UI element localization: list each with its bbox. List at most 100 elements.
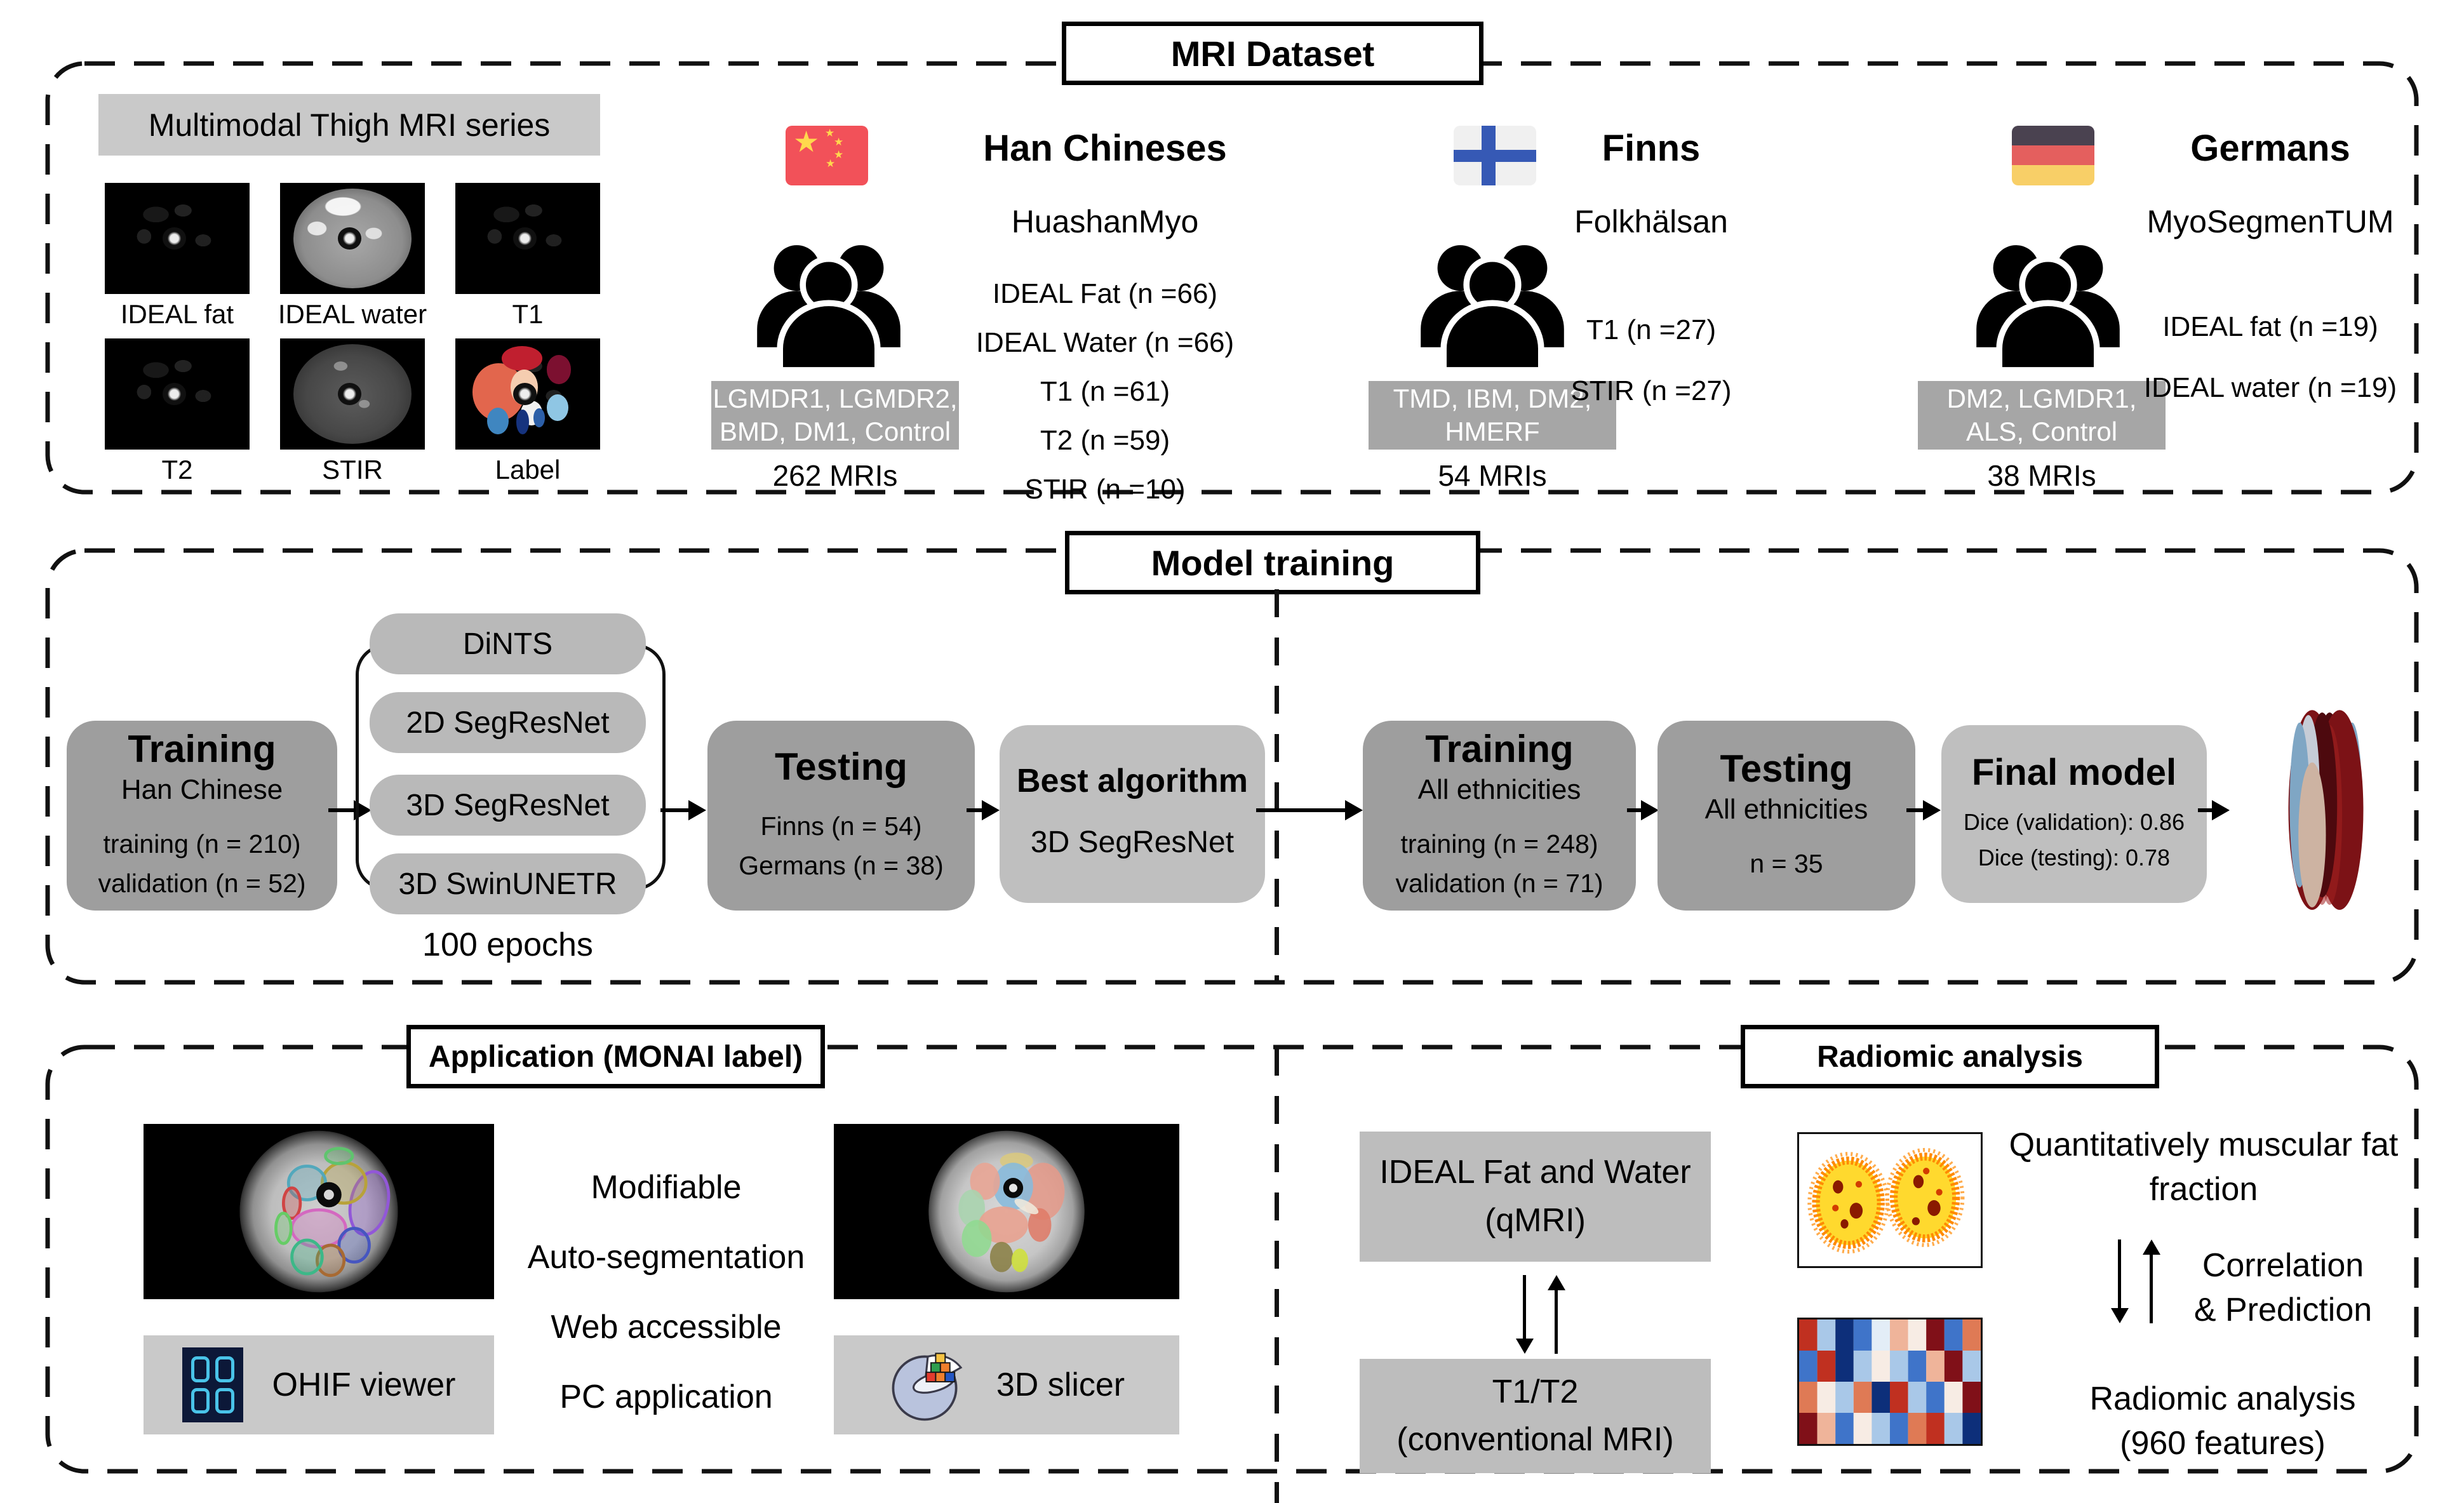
epochs-label: 100 epochs	[422, 926, 593, 963]
arrow	[1906, 808, 1923, 812]
algorithm-3d-segresnet: 3D SegResNet	[370, 775, 646, 836]
testing-box-stage1: Testing Finns (n = 54) Germans (n = 38)	[707, 721, 975, 911]
finns-cohort: Folkhälsan	[1574, 204, 1728, 239]
finns-name: Finns	[1602, 128, 1701, 169]
testing-heading: Testing	[775, 745, 907, 788]
qmri-line: (qMRI)	[1485, 1201, 1586, 1239]
bottom-panel-divider	[1275, 1048, 1279, 1503]
people-icon	[753, 230, 905, 370]
training-line: training (n = 248)	[1400, 829, 1598, 858]
training-line: validation (n = 71)	[1395, 868, 1604, 898]
correlation-label: Correlation & Prediction	[2175, 1243, 2391, 1332]
testing-line: n = 35	[1750, 848, 1823, 878]
series-item: STIR (n =27)	[1570, 375, 1732, 406]
ohif-icon	[182, 1347, 243, 1422]
up-arrow	[2150, 1255, 2153, 1323]
germans-mri-count: 38 MRIs	[1987, 459, 2096, 492]
up-arrow	[1555, 1290, 1558, 1354]
radiomic-analysis-label: Radiomic analysis (960 features)	[2026, 1377, 2420, 1466]
feature-auto-segmentation: Auto-segmentation	[527, 1239, 805, 1276]
slicer-icon	[888, 1346, 967, 1424]
panel-bottom	[44, 1044, 2420, 1474]
series-item: STIR (n =10)	[1024, 474, 1186, 505]
slicer-label: 3D slicer	[996, 1366, 1125, 1403]
han-cohort: HuashanMyo	[1011, 204, 1199, 239]
bottom-panel-border	[45, 1045, 2419, 1474]
panel-title-application: Application (MONAI label)	[406, 1025, 825, 1088]
arrow	[1256, 808, 1345, 812]
testing-heading: Testing	[1720, 747, 1853, 790]
best-algorithm-value: 3D SegResNet	[1030, 825, 1235, 859]
training-heading: Training	[1425, 728, 1574, 770]
final-model-box: Final model Dice (validation): 0.86 Dice…	[1941, 725, 2207, 903]
thumb-ideal-fat: IDEAL fat	[102, 183, 253, 330]
down-arrow	[1523, 1275, 1526, 1339]
germans-name: Germans	[2190, 128, 2350, 169]
series-item: T2 (n =59)	[1040, 425, 1170, 456]
germans-diagnoses-box: DM2, LGMDR1, ALS, Control	[1918, 381, 2166, 450]
series-item: IDEAL fat (n =19)	[2162, 311, 2378, 342]
training-panel-divider	[1275, 589, 1279, 982]
han-series-list: IDEAL Fat (n =66) IDEAL Water (n =66) T1…	[959, 278, 1251, 505]
fat-fraction-map-image	[1797, 1132, 1983, 1268]
correlation-line: Correlation	[2202, 1247, 2364, 1284]
slicer-box: 3D slicer	[834, 1335, 1179, 1434]
3d-muscle-render	[2232, 702, 2420, 921]
thumb-label: STIR	[322, 455, 383, 484]
finns-diagnoses-box: TMD, IBM, DM2, HMERF	[1369, 381, 1616, 450]
testing-box-stage2: Testing All ethnicities n = 35	[1657, 721, 1915, 911]
contour-segmentation-image	[144, 1124, 494, 1299]
algorithm-3d-swinunetr: 3D SwinUNETR	[370, 853, 646, 914]
germans-series-list: IDEAL fat (n =19) IDEAL water (n =19)	[2118, 311, 2423, 404]
radiomics-heatmap-image	[1797, 1318, 1983, 1446]
feature-pc-application: PC application	[559, 1379, 773, 1415]
feature-modifiable: Modifiable	[591, 1169, 742, 1206]
arrow	[2198, 808, 2212, 812]
finland-flag-icon	[1454, 126, 1536, 185]
china-flag-icon: ★★★★★	[786, 126, 868, 185]
finns-mri-count: 54 MRIs	[1438, 459, 1547, 492]
radiomic-line: Radiomic analysis	[2089, 1380, 2356, 1417]
han-mri-count: 262 MRIs	[772, 459, 898, 492]
training-subheading: All ethnicities	[1417, 774, 1581, 805]
ohif-viewer-box: OHIF viewer	[144, 1335, 494, 1434]
dice-validation: Dice (validation): 0.86	[1963, 809, 2185, 836]
thumb-t1: T1	[452, 183, 603, 330]
arrow	[328, 808, 354, 812]
conventional-mri-box: T1/T2 (conventional MRI)	[1360, 1359, 1711, 1473]
t1-image	[455, 183, 600, 294]
series-item: IDEAL Fat (n =66)	[992, 278, 1218, 309]
thumb-label-map: Label	[452, 338, 603, 485]
multimodal-header: Multimodal Thigh MRI series	[98, 94, 600, 156]
ideal-fat-image	[105, 183, 250, 294]
thumb-label: IDEAL fat	[120, 299, 234, 329]
thumb-label: IDEAL water	[278, 299, 427, 329]
thumb-label: T2	[161, 455, 193, 484]
series-item: T1 (n =61)	[1040, 376, 1170, 407]
training-box-stage1: Training Han Chinese training (n = 210) …	[67, 721, 337, 911]
qmri-box: IDEAL Fat and Water (qMRI)	[1360, 1132, 1711, 1262]
algorithm-dints: DiNTS	[370, 613, 646, 674]
ideal-water-image	[280, 183, 425, 294]
conv-line: T1/T2	[1492, 1373, 1579, 1410]
series-item: IDEAL water (n =19)	[2143, 372, 2397, 403]
qmri-line: IDEAL Fat and Water	[1379, 1154, 1691, 1191]
thumb-label: Label	[495, 455, 561, 484]
dice-testing: Dice (testing): 0.78	[1978, 844, 2171, 871]
training-box-stage2: Training All ethnicities training (n = 2…	[1363, 721, 1636, 911]
series-item: IDEAL Water (n =66)	[975, 327, 1235, 358]
stir-image	[280, 338, 425, 450]
panel-title-model-training: Model training	[1065, 531, 1480, 594]
fat-fraction-label: Quantitatively muscular fat fraction	[2009, 1126, 2399, 1208]
thumb-label: T1	[512, 299, 544, 329]
correlation-line: & Prediction	[2193, 1292, 2373, 1329]
panel-title-radiomics: Radiomic analysis	[1741, 1025, 2159, 1088]
radiomic-line: (960 features)	[2120, 1425, 2326, 1462]
down-arrow	[2118, 1239, 2121, 1308]
t2-image	[105, 338, 250, 450]
ohif-viewer-label: OHIF viewer	[272, 1366, 456, 1403]
final-model-heading: Final model	[1971, 752, 2177, 794]
arrow	[660, 808, 688, 812]
testing-line: Finns (n = 54)	[760, 812, 922, 841]
series-item: T1 (n =27)	[1586, 314, 1717, 345]
